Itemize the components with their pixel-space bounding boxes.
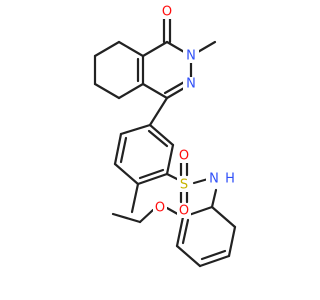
- bond: [181, 218, 190, 245]
- carbonyl-oxygen-label: O: [162, 5, 172, 20]
- bonds: [93, 17, 237, 268]
- bond: [141, 40, 169, 58]
- bond: [147, 129, 169, 148]
- bond: [165, 143, 175, 176]
- bond: [138, 208, 155, 224]
- bond: [210, 188, 218, 209]
- bond: [117, 82, 145, 100]
- ring-nitrogen-label: N: [186, 77, 196, 92]
- bond: [175, 244, 202, 268]
- bond: [93, 82, 121, 100]
- bond: [163, 79, 188, 95]
- bond: [227, 225, 237, 258]
- sulfonyl-oxygen-right-label: O: [179, 204, 189, 219]
- bond: [136, 172, 169, 186]
- atom-labels: O N N S O O N H O: [153, 5, 236, 219]
- bond: [117, 40, 145, 58]
- sulfonyl-oxygen-left-label: O: [179, 149, 189, 164]
- bond: [119, 136, 128, 164]
- bond: [141, 82, 169, 100]
- sulfur-label: S: [180, 178, 188, 193]
- bond: [148, 123, 175, 147]
- bond: [198, 254, 231, 268]
- bond: [175, 215, 185, 248]
- amide-hydrogen-label: H: [225, 172, 235, 187]
- bond: [111, 212, 142, 224]
- amide-nitrogen-label: N: [209, 172, 219, 187]
- bond: [119, 123, 152, 136]
- bond: [113, 162, 140, 186]
- methyl-nitrogen-label: N: [186, 49, 196, 64]
- bond: [200, 249, 227, 261]
- bond: [148, 96, 169, 127]
- bond: [93, 40, 121, 58]
- bond: [138, 168, 165, 180]
- bond: [210, 205, 237, 229]
- molecule-structure: O N N S O O N H O: [93, 5, 237, 268]
- bond: [113, 132, 123, 166]
- ether-oxygen-label: O: [155, 201, 165, 216]
- bond: [130, 182, 140, 214]
- bond: [192, 177, 210, 185]
